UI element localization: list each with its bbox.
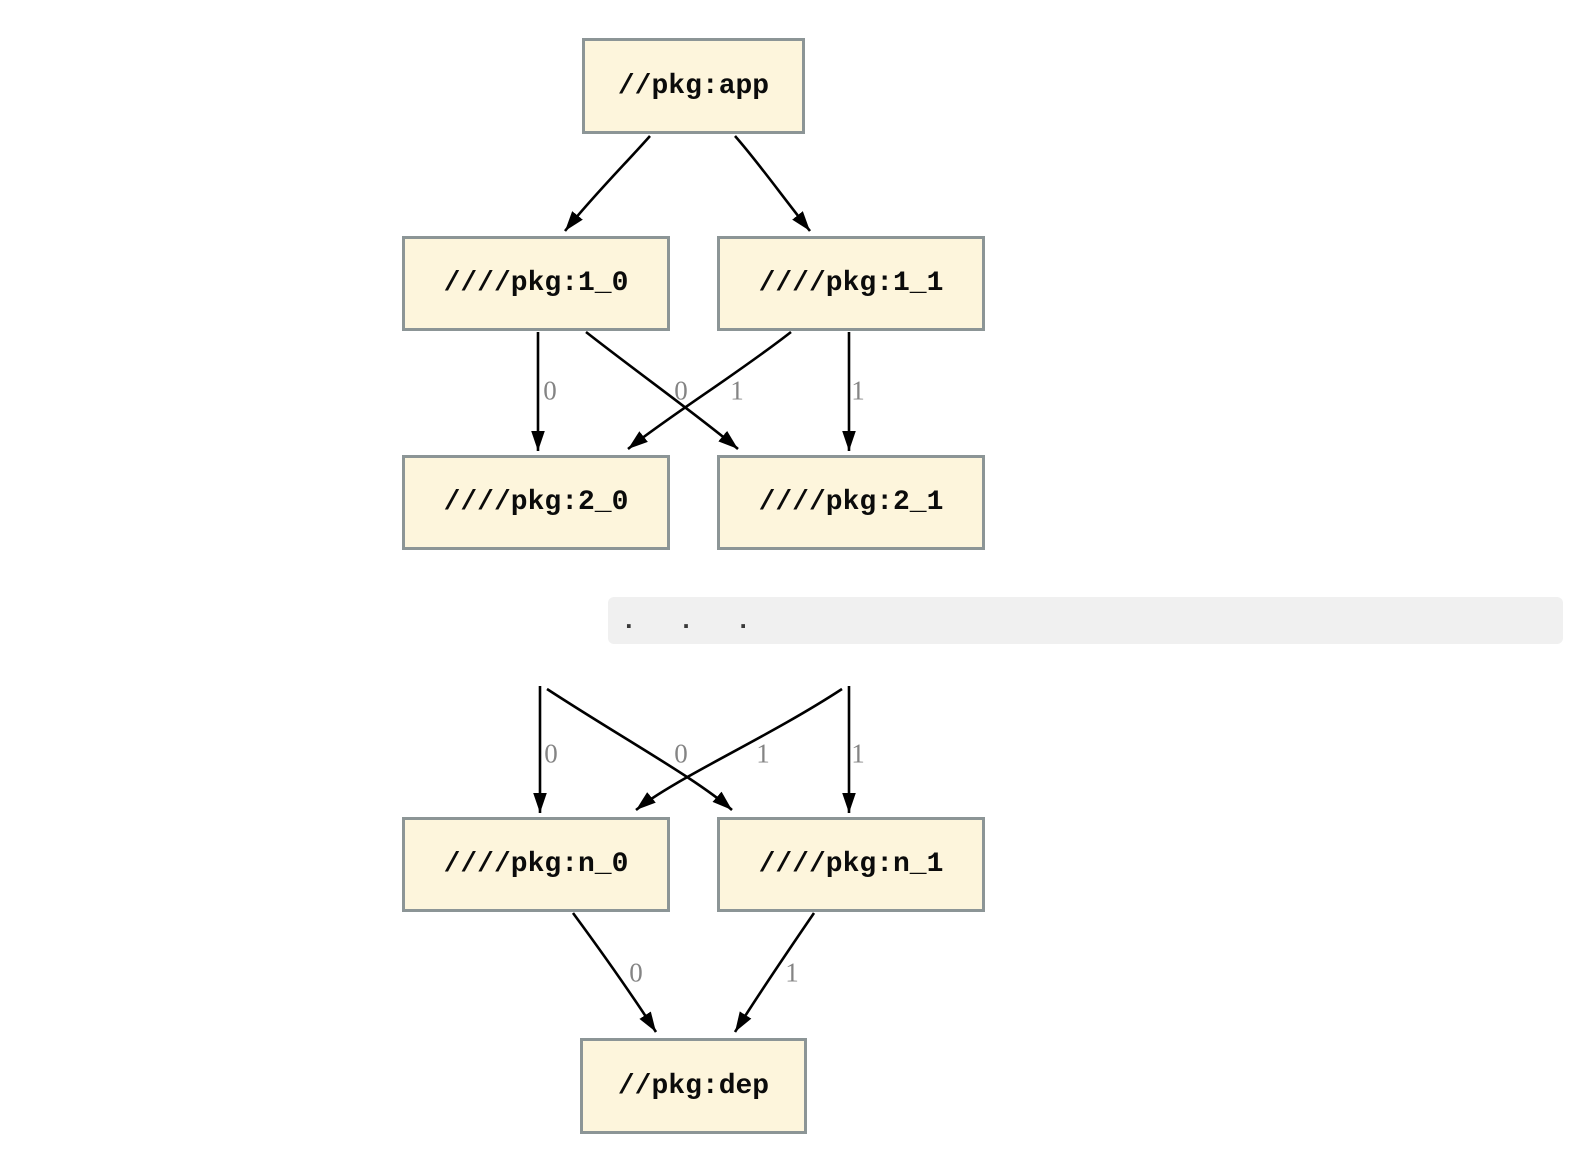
node-pkg-n_1: ////pkg:n_1 — [717, 817, 985, 912]
node-pkg-1_0-label: ////pkg:1_0 — [443, 268, 629, 299]
edge-n_1-to-dep — [733, 912, 816, 1033]
edge-1_0-to-2_1 — [585, 330, 739, 450]
node-pkg-2_0: ////pkg:2_0 — [402, 455, 670, 550]
edge-prev-to-n_1-cross — [546, 687, 733, 811]
edge-label-row2-right: 1 — [851, 375, 865, 406]
node-pkg-n_0-label: ////pkg:n_0 — [443, 849, 629, 880]
node-pkg-app: //pkg:app — [582, 38, 805, 134]
node-pkg-1_1: ////pkg:1_1 — [717, 236, 985, 331]
edge-1_1-to-2_0 — [627, 330, 792, 451]
node-pkg-dep: //pkg:dep — [580, 1038, 807, 1134]
edge-label-row2-mid-right: 1 — [730, 375, 744, 406]
node-pkg-2_1: ////pkg:2_1 — [717, 455, 985, 550]
node-pkg-1_1-label: ////pkg:1_1 — [758, 268, 944, 299]
node-pkg-n_0: ////pkg:n_0 — [402, 817, 670, 912]
edge-label-row2-mid-left: 0 — [674, 375, 688, 406]
node-pkg-2_1-label: ////pkg:2_1 — [758, 487, 944, 518]
node-pkg-1_0: ////pkg:1_0 — [402, 236, 670, 331]
edge-label-dep-left: 0 — [629, 957, 643, 988]
node-pkg-app-label: //pkg:app — [617, 70, 770, 102]
edge-app-to-1_1 — [734, 135, 812, 232]
edge-app-to-1_0 — [563, 135, 651, 232]
node-pkg-n_1-label: ////pkg:n_1 — [758, 849, 944, 880]
edge-n_0-to-dep — [571, 912, 658, 1033]
collapsed-rows-band: . . . — [608, 597, 1563, 644]
edge-label-rown-mid-right: 1 — [756, 738, 770, 769]
edge-label-rown-right: 1 — [851, 738, 865, 769]
ellipsis-dots: . . . — [621, 606, 765, 636]
edge-label-dep-right: 1 — [785, 957, 799, 988]
edge-label-row2-left: 0 — [543, 375, 557, 406]
edge-label-rown-left: 0 — [544, 738, 558, 769]
node-pkg-2_0-label: ////pkg:2_0 — [443, 487, 629, 518]
node-pkg-dep-label: //pkg:dep — [617, 1070, 770, 1102]
edge-label-rown-mid-left: 0 — [674, 738, 688, 769]
edge-prev-to-n_0-cross — [635, 687, 843, 812]
